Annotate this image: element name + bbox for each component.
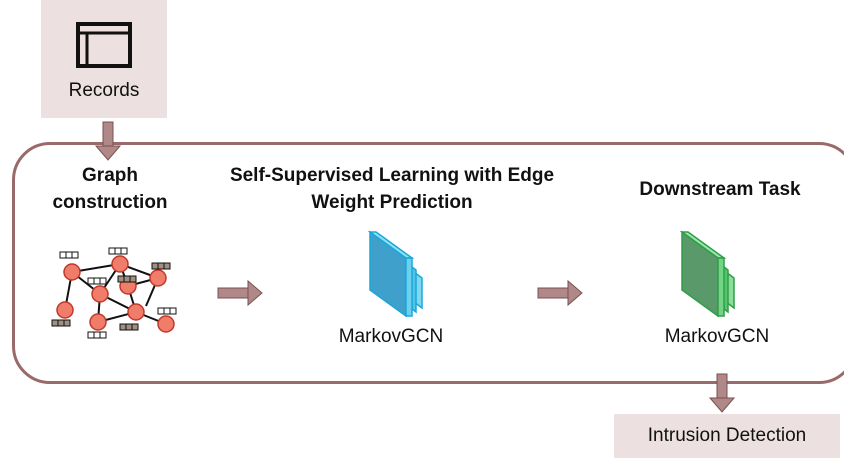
markovgcn-block-downstream (679, 230, 735, 318)
stage-title-downstream: Downstream Task (639, 179, 801, 200)
right-arrow-1 (217, 279, 263, 307)
down-arrow-records (94, 121, 122, 161)
markovgcn-block-ssl (367, 230, 423, 318)
stage-title-graph-construction: Graph construction (52, 165, 168, 213)
table-icon (76, 22, 132, 68)
records-box (41, 0, 167, 118)
intrusion-detection-label: Intrusion Detection (647, 425, 807, 446)
down-arrow-downstream (708, 373, 736, 413)
intrusion-detection-box: Intrusion Detection (614, 414, 840, 458)
markovgcn-label-downstream: MarkovGCN (664, 326, 770, 347)
markovgcn-label-ssl: MarkovGCN (338, 326, 444, 347)
right-arrow-2 (537, 279, 583, 307)
graph-icon (51, 247, 177, 339)
records-label: Records (68, 80, 140, 101)
pipeline-frame (12, 142, 844, 384)
stage-title-self-supervised: Self-Supervised Learning with Edge Weigh… (229, 165, 555, 213)
